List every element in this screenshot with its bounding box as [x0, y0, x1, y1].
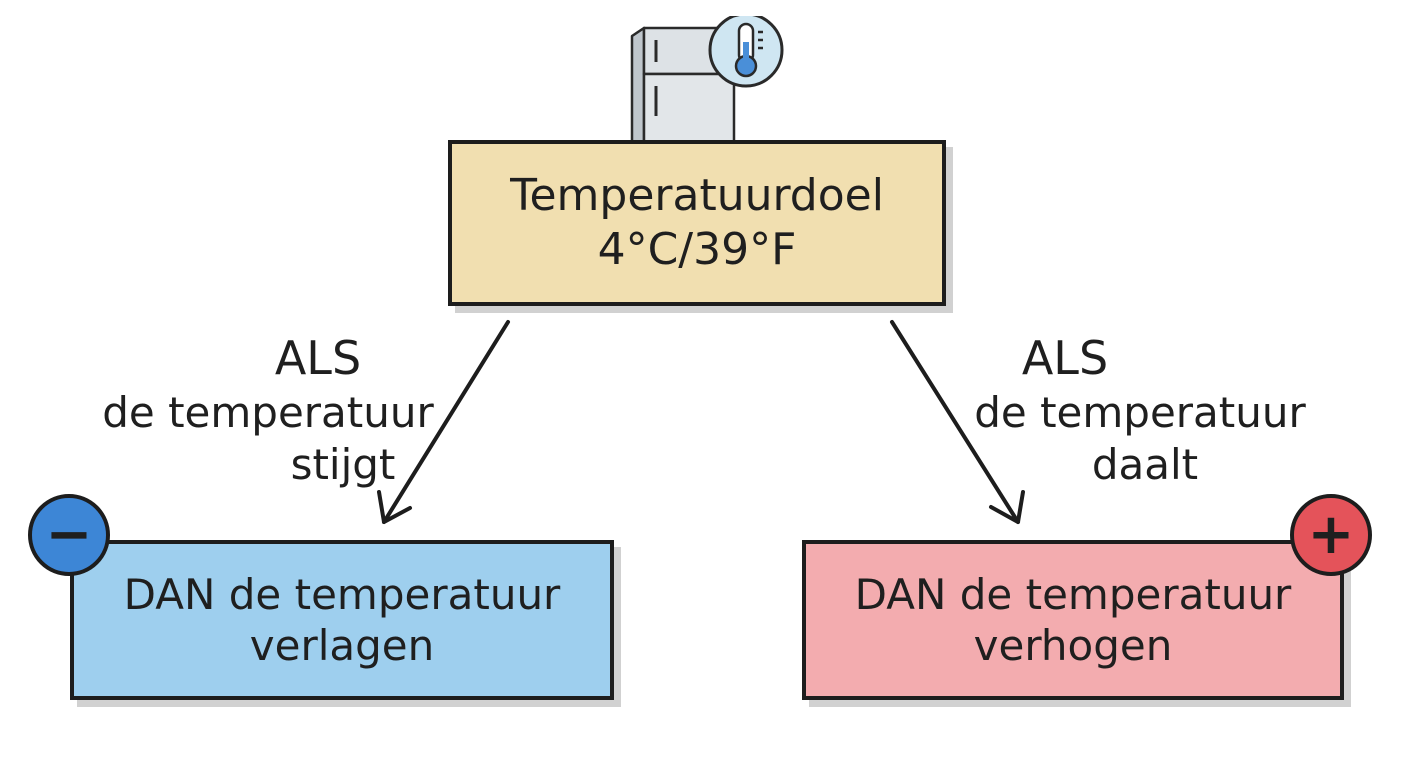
increase-action-line2: verhogen: [973, 621, 1173, 670]
minus-icon: −: [28, 494, 110, 576]
decrease-action-box: DAN de temperatuur verlagen: [70, 540, 614, 700]
right-condition-line2: daalt: [1091, 440, 1199, 490]
increase-action-line1: DAN de temperatuur: [854, 569, 1292, 619]
decrease-action-line1: DAN de temperatuur: [123, 569, 561, 619]
target-title: Temperatuurdoel: [510, 170, 884, 222]
left-condition-label: ALS de temperatuur stijgt: [88, 330, 448, 491]
right-condition-if: ALS: [1021, 331, 1109, 385]
increase-action-box: DAN de temperatuur verhogen: [802, 540, 1344, 700]
arrow-right: [890, 320, 1025, 524]
target-value: 4°C/39°F: [597, 224, 797, 275]
temperature-target-box: Temperatuurdoel 4°C/39°F: [448, 140, 946, 306]
left-condition-line1: de temperatuur: [102, 388, 434, 438]
arrow-left: [377, 320, 510, 524]
plus-icon: +: [1290, 494, 1372, 576]
right-condition-line1: de temperatuur: [974, 388, 1306, 438]
decrease-action-line2: verlagen: [249, 621, 435, 670]
left-condition-line2: stijgt: [290, 440, 396, 490]
left-condition-if: ALS: [274, 331, 362, 385]
right-condition-label: ALS de temperatuur daalt: [960, 330, 1320, 491]
